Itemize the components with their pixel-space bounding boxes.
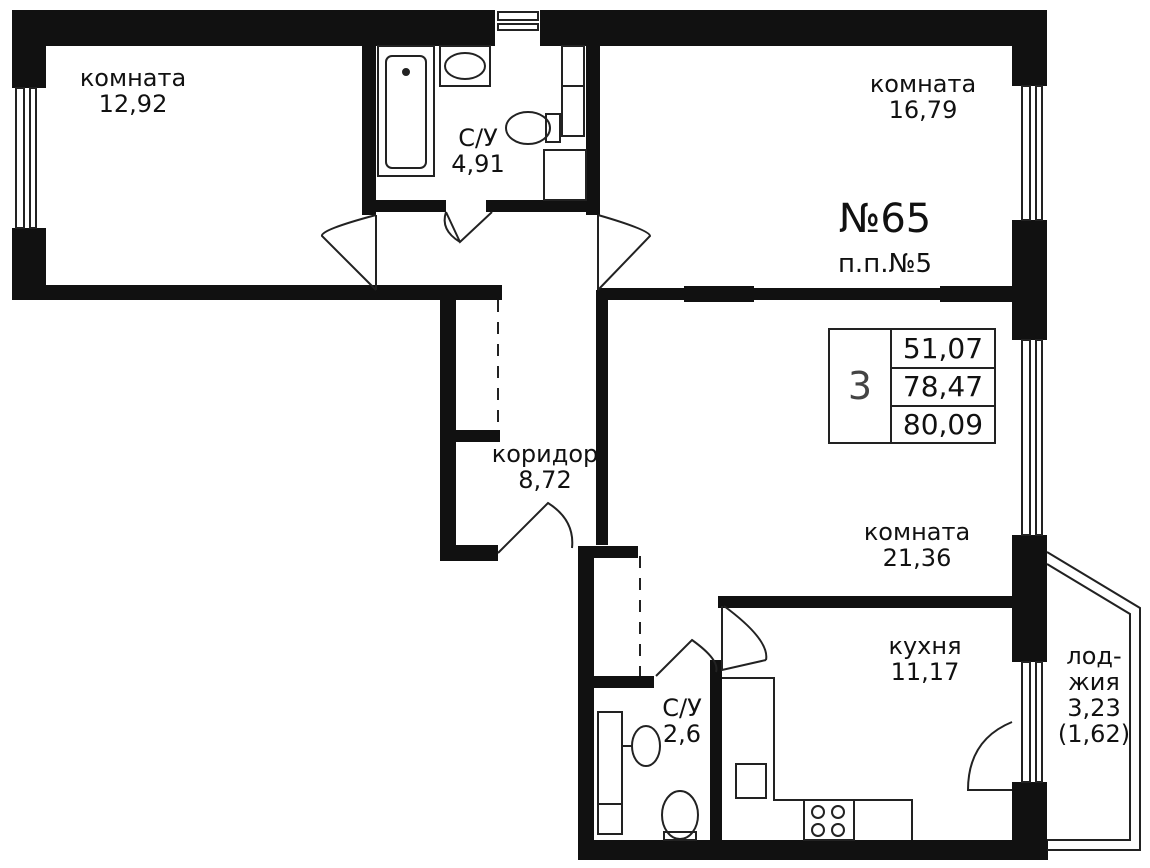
sink-icon bbox=[439, 45, 491, 87]
loggia-area: 3,23 bbox=[1067, 693, 1121, 722]
loggia-label: лод- жия 3,23 (1,62) bbox=[1046, 642, 1142, 748]
wall-corridor-bottom bbox=[440, 545, 498, 561]
wall-bath2-left bbox=[578, 548, 594, 858]
rooms-count: 3 bbox=[830, 330, 892, 442]
corridor-label: коридор 8,72 bbox=[470, 440, 620, 494]
door-corridor bbox=[497, 501, 574, 554]
walls bbox=[12, 10, 1048, 860]
wall-bath2-top bbox=[578, 546, 638, 558]
wall-bath1-right bbox=[586, 40, 600, 215]
wall-bath1-bottom bbox=[376, 200, 446, 212]
wall-kitchen-top bbox=[718, 596, 1013, 608]
total-area: 78,47 bbox=[892, 367, 994, 404]
bath2-name: С/У bbox=[662, 694, 702, 722]
wall-kitchen-left bbox=[710, 660, 722, 860]
wall-bottom-left bbox=[12, 285, 502, 300]
wall-corridor-left bbox=[440, 290, 456, 560]
room2-area: 16,79 bbox=[888, 95, 958, 124]
room2-name: комната bbox=[869, 70, 977, 98]
bath2-label: С/У 2,6 bbox=[642, 694, 722, 748]
stove-icon bbox=[803, 799, 855, 841]
door-bath1 bbox=[443, 211, 493, 244]
room1-area: 12,92 bbox=[98, 89, 168, 118]
bath1-area: 4,91 bbox=[451, 149, 505, 178]
door-room2 bbox=[597, 214, 652, 291]
wall-corridor-mid bbox=[440, 430, 500, 442]
loggia-name-2: жия bbox=[1068, 667, 1120, 696]
kitchen-name: кухня bbox=[888, 632, 962, 660]
living-area: 51,07 bbox=[902, 332, 984, 366]
wall-bath2-inner bbox=[594, 676, 654, 688]
area-values: 51,07 78,47 80,09 bbox=[892, 330, 994, 442]
total-area-with-loggia: 80,09 bbox=[892, 404, 994, 442]
kitchen-area: 11,17 bbox=[890, 657, 960, 686]
door-loggia bbox=[966, 721, 1013, 791]
kitchen-sink-icon bbox=[735, 763, 767, 799]
room3-label: комната 21,36 bbox=[842, 518, 992, 572]
window-top-vent bbox=[495, 10, 540, 46]
area-summary: 3 51,07 78,47 80,09 bbox=[828, 328, 996, 444]
kitchen-counter bbox=[722, 677, 913, 840]
wall-room2-bottom-c bbox=[754, 288, 944, 300]
window-frames bbox=[15, 11, 1043, 783]
door-kitchen bbox=[721, 605, 768, 672]
wall-room2-bottom-a bbox=[598, 288, 688, 300]
room1-label: комната 12,92 bbox=[58, 64, 208, 118]
door-room1 bbox=[321, 214, 377, 291]
fixtures bbox=[377, 45, 913, 841]
loggia-name-1: лод- bbox=[1066, 642, 1122, 670]
room2-label: комната 16,79 bbox=[848, 70, 998, 124]
doors bbox=[321, 211, 1013, 791]
wall-room1-right bbox=[362, 40, 376, 215]
corridor-area: 8,72 bbox=[518, 465, 572, 494]
wall-bottom bbox=[578, 840, 1048, 860]
room3-area: 21,36 bbox=[882, 543, 952, 572]
apartment-number: №65 bbox=[838, 196, 932, 242]
room1-name: комната bbox=[79, 64, 187, 92]
wall-room2-bottom-b bbox=[684, 286, 754, 302]
toilet-icon bbox=[505, 111, 551, 145]
loggia bbox=[1046, 551, 1141, 851]
bath1-label: С/У 4,91 bbox=[438, 124, 518, 178]
bath1-name: С/У bbox=[458, 124, 498, 152]
loggia-area-reduced: (1,62) bbox=[1057, 719, 1131, 748]
corridor-name: коридор bbox=[491, 440, 599, 468]
room3-name: комната bbox=[863, 518, 971, 546]
wall-bath1-bottom2 bbox=[486, 200, 586, 212]
washer-icon bbox=[597, 711, 623, 805]
kitchen-label: кухня 11,17 bbox=[870, 632, 980, 686]
wall-corridor-right bbox=[596, 290, 608, 545]
apartment-subtitle: п.п.№5 bbox=[837, 249, 933, 279]
wall-room2-bottom-d bbox=[940, 286, 1015, 302]
bathtub-icon bbox=[377, 45, 435, 177]
bath2-area: 2,6 bbox=[662, 719, 702, 748]
door-bath2 bbox=[655, 638, 718, 677]
